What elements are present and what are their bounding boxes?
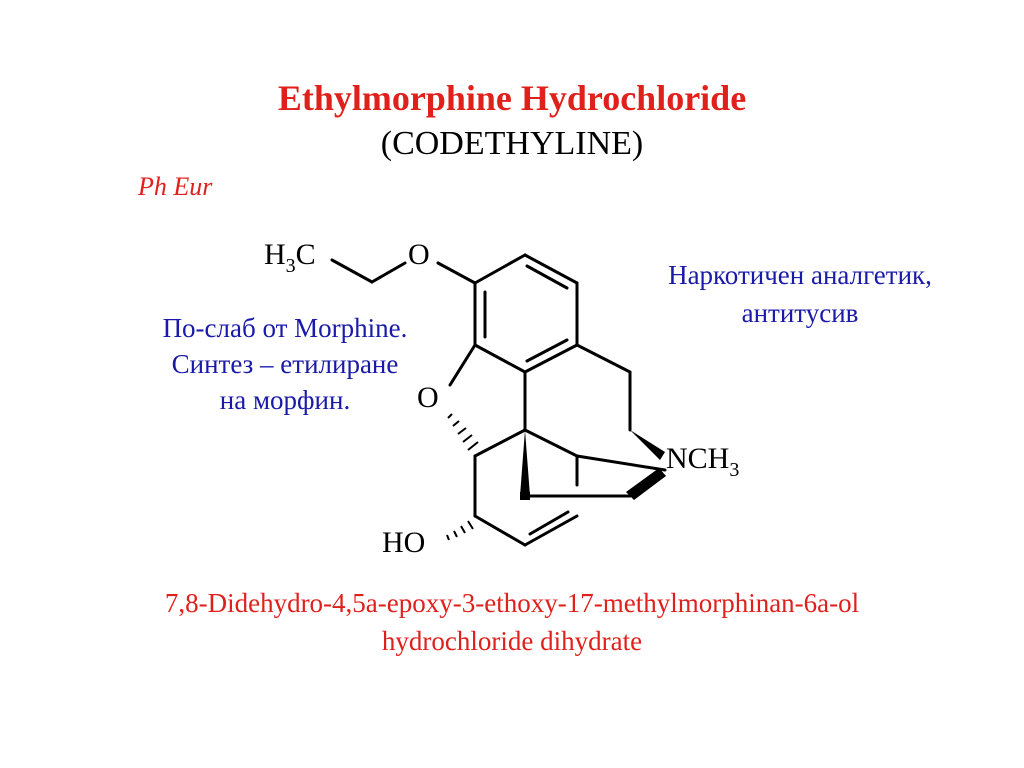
bond-aromatic (523, 253, 579, 285)
amine-label: NCH3 (666, 442, 739, 481)
wedge-bond (626, 468, 666, 500)
ring-oxygen-label: O (417, 381, 439, 414)
bond-c7-c8 (523, 514, 579, 547)
iupac-line: 7,8-Didehydro-4,5a-epoxy-3-ethoxy-17-met… (164, 588, 860, 618)
bond-o-aromatic (436, 261, 477, 285)
bond-c5-c13 (473, 428, 527, 458)
wedge-bonds (520, 430, 666, 500)
wedge-bond (520, 492, 530, 500)
hash (460, 525, 466, 534)
bond-aromatic-o (448, 343, 477, 387)
bond-c10-c11 (575, 343, 632, 374)
hash (457, 427, 467, 435)
hash (467, 441, 479, 451)
bond-c13-c14 (523, 428, 579, 458)
note-left-line: на морфин. (219, 385, 351, 415)
hydroxyl-label: HO (382, 526, 425, 559)
hash (452, 420, 460, 427)
note-left-line: Синтез – етилиране (171, 349, 399, 379)
amine-label-subscript: 3 (729, 459, 739, 481)
hash (462, 434, 473, 443)
bond-ch3-ch2 (330, 258, 374, 284)
iupac-line: hydrochloride dihydrate (381, 626, 643, 656)
note-right-line: Наркотичен аналгетик, (668, 260, 932, 290)
hash (467, 520, 474, 530)
note-right-line: антитусив (741, 298, 859, 328)
hashed-bonds (446, 413, 479, 541)
pharmacopoeia-source: Ph Eur (138, 172, 213, 201)
bond-aromatic-inner (525, 264, 569, 290)
wedge-bond (520, 430, 530, 496)
hash (446, 534, 450, 541)
note-right: Наркотичен аналгетик, антитусив (610, 256, 990, 332)
amine-label-main: NCH (666, 442, 729, 475)
bond-c6-c7 (473, 514, 527, 547)
wedge-bond (630, 430, 665, 460)
slide-subtitle: (CODETHYLINE) (380, 125, 644, 162)
note-left: По-слаб от Morphine. Синтез – етилиране … (110, 310, 460, 418)
bond-aromatic (473, 253, 527, 285)
bond-aromatic (523, 343, 579, 374)
ether-oxygen-label: O (408, 238, 430, 271)
bond-c14-n (575, 454, 667, 472)
hash (453, 530, 458, 538)
iupac-name: 7,8-Didehydro-4,5a-epoxy-3-ethoxy-17-met… (0, 584, 1024, 660)
bonds (330, 253, 667, 547)
hash (447, 413, 453, 419)
ethyl-label: H3C (264, 238, 316, 277)
ethyl-label-c: C (296, 238, 316, 271)
bond-aromatic (473, 343, 527, 374)
bond-ch2-o (370, 261, 407, 284)
slide-title: Ethylmorphine Hydrochloride (277, 78, 747, 118)
bond-c7-c8-inner (528, 510, 570, 536)
note-left-line: По-слаб от Morphine. (162, 313, 408, 343)
bond-aromatic-inner (525, 338, 569, 363)
ethyl-label-subscript: 3 (286, 255, 296, 277)
ethyl-label-h: H (264, 238, 286, 271)
